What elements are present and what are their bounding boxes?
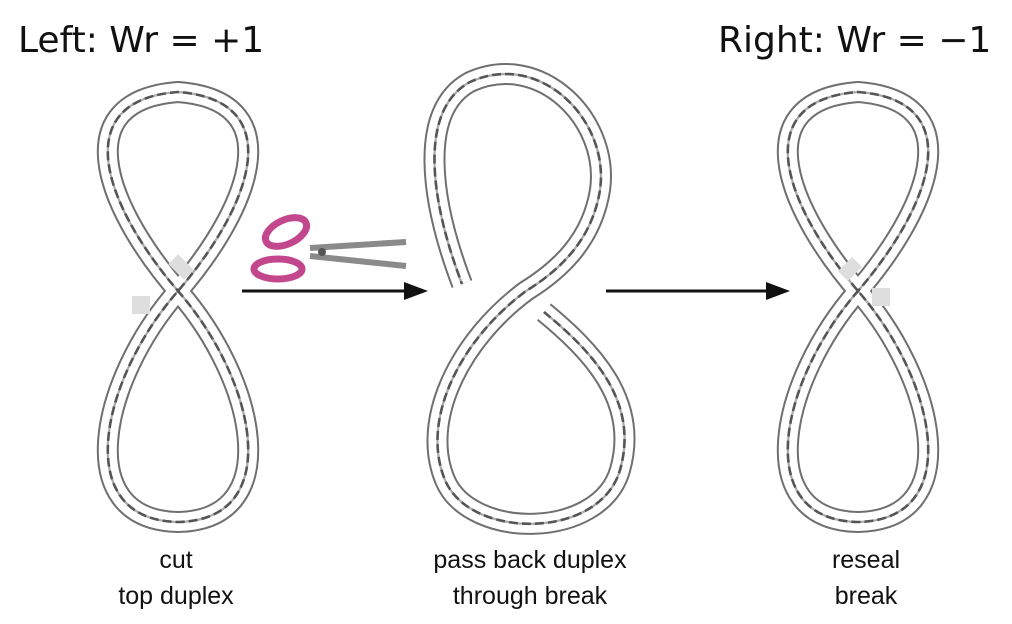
step1-caption-line1: cut	[159, 546, 192, 574]
scissors-icon	[250, 214, 407, 283]
cut-site-marker	[168, 254, 194, 280]
step3-caption-line2: break	[835, 582, 898, 610]
step3-caption-line1: reseal	[832, 546, 900, 574]
left-writhe-label: Left: Wr = +1	[18, 20, 264, 61]
crossing-shade-marker	[132, 296, 150, 314]
figure-eight-middle	[423, 63, 636, 535]
right-writhe-label: Right: Wr = −1	[718, 20, 991, 61]
crossing-shade-marker	[872, 288, 890, 306]
step2-caption-line1: pass back duplex	[433, 546, 627, 574]
right-arrow-icon	[606, 282, 790, 300]
right-arrow-icon	[242, 282, 428, 300]
step2-caption-line2: through break	[453, 582, 608, 610]
reseal-site-marker	[837, 256, 863, 282]
step1-caption-line2: top duplex	[118, 582, 234, 610]
figure-eight-left	[96, 80, 260, 534]
figure-eight-right	[776, 80, 940, 534]
